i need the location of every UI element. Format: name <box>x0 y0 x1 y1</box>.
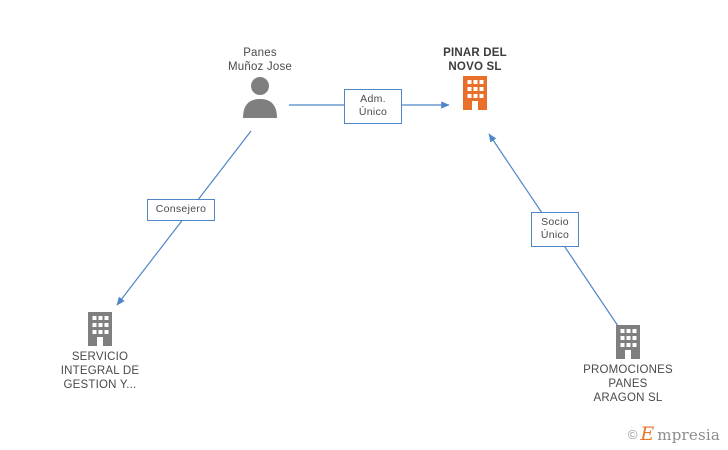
edge-label-socio-unico[interactable]: Socio Único <box>531 212 579 247</box>
watermark: © E mpresia <box>628 425 720 444</box>
edge-label-adm-unico[interactable]: Adm. Único <box>344 89 402 124</box>
node-company-pinar-del-novo-sl[interactable]: PINAR DEL NOVO SL <box>420 46 530 118</box>
node-person-panes-munoz-jose[interactable]: Panes Muñoz Jose <box>205 46 315 120</box>
node-label-pinar-del-novo: PINAR DEL NOVO SL <box>443 47 507 73</box>
building-icon-gray[interactable] <box>573 323 683 363</box>
node-label-promociones-panes-aragon: PROMOCIONES PANES ARAGON SL <box>583 364 673 404</box>
node-company-servicio-integral[interactable]: SERVICIO INTEGRAL DE GESTION Y... <box>45 310 155 392</box>
node-label-person: Panes Muñoz Jose <box>227 47 292 73</box>
edge-label-consejero[interactable]: Consejero <box>147 199 215 221</box>
building-icon-gray[interactable] <box>45 310 155 350</box>
copyright-icon: © <box>627 427 638 442</box>
brand-name: mpresia <box>657 425 720 444</box>
node-label-servicio-integral: SERVICIO INTEGRAL DE GESTION Y... <box>60 351 140 391</box>
brand-initial: E <box>640 423 655 445</box>
person-icon[interactable] <box>205 74 315 120</box>
building-icon-orange[interactable] <box>420 74 530 118</box>
node-company-promociones-panes-aragon[interactable]: PROMOCIONES PANES ARAGON SL <box>573 323 683 405</box>
